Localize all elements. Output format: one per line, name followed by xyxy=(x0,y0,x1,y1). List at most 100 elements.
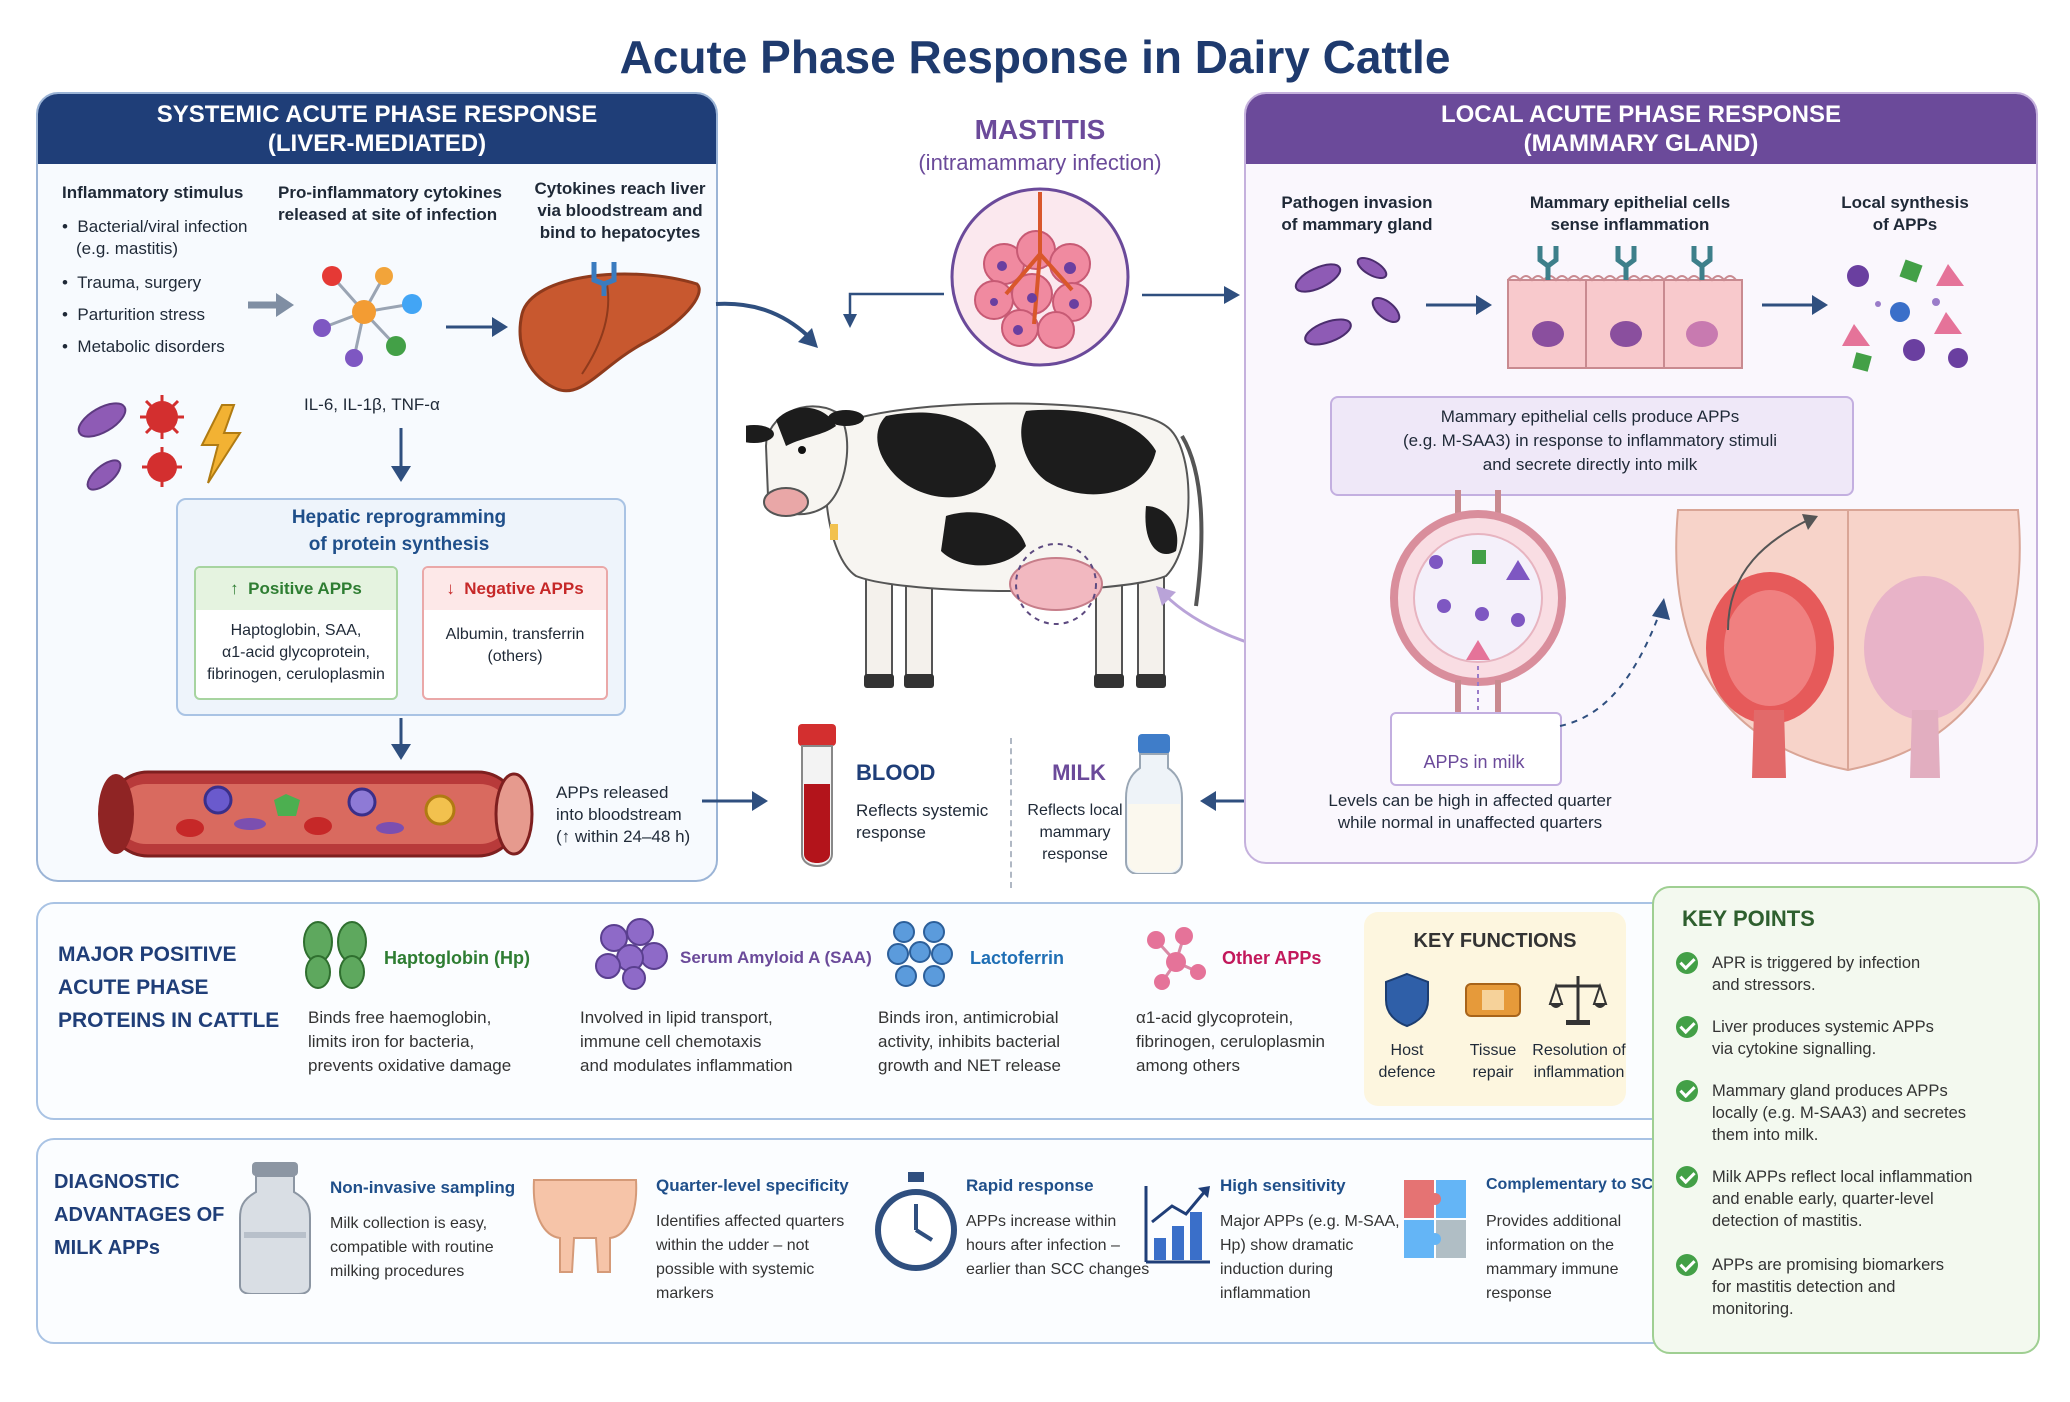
key-point-2: Liver produces systemic APPs via cytokin… xyxy=(1676,1016,1934,1060)
diag-desc-1-2: within the udder – not xyxy=(656,1237,809,1254)
stimulus-item-4: • Metabolic disorders xyxy=(62,337,225,356)
alveoli-infection-icon xyxy=(950,187,1130,367)
protein-desc-2-2: activity, inhibits bacterial xyxy=(878,1032,1061,1051)
diag-name-1: Quarter-level specificity xyxy=(656,1176,849,1195)
diag-desc-3-3: induction during xyxy=(1220,1261,1333,1278)
diag-desc-1-4: markers xyxy=(656,1285,714,1302)
negative-apps-header: ↓ Negative APPs xyxy=(424,568,606,610)
arrow-mastitis-to-local xyxy=(1142,286,1240,304)
blood-line1: Reflects systemic xyxy=(856,801,989,820)
arrow-pathogen-to-cells xyxy=(1426,295,1492,315)
blood-milk-divider xyxy=(1010,738,1012,888)
diag-desc-3-2: Hp) show dramatic xyxy=(1220,1237,1354,1254)
diag-desc-2-3: earlier than SCC changes xyxy=(966,1261,1150,1278)
local-apps-icon xyxy=(1842,259,1968,372)
arrow-down-hepatic xyxy=(391,428,411,482)
saa-icon xyxy=(595,918,668,990)
pathogen-line2: of mammary gland xyxy=(1281,215,1433,234)
hepatic-title: Hepatic reprogramming of protein synthes… xyxy=(291,507,507,555)
function-0-line2: defence xyxy=(1378,1064,1436,1081)
udder-quarters-icon xyxy=(1675,509,2021,778)
protein-desc-3-1: α1-acid glycoprotein, xyxy=(1136,1008,1294,1027)
positive-apps-box: ↑ Positive APPs Haptoglobin, SAA, α1-aci… xyxy=(194,566,398,700)
diag-desc-0-1: Milk collection is easy, xyxy=(330,1215,488,1232)
diag-desc-1-1: Identifies affected quarters xyxy=(656,1213,845,1230)
pathogens-icon xyxy=(77,395,242,491)
cytokine-molecules-icon xyxy=(313,266,422,367)
function-0-line1: Host xyxy=(1390,1042,1424,1059)
other-apps-icon xyxy=(1147,927,1206,990)
arrow-mastitis-to-cow xyxy=(843,292,944,328)
apps-in-milk-box xyxy=(1390,712,1562,786)
check-icon xyxy=(1676,1016,1698,1038)
produce-apps-box xyxy=(1330,396,1854,496)
liver-line3: bind to hepatocytes xyxy=(539,223,701,242)
puzzle-icon xyxy=(1404,1180,1466,1258)
released-line2: into bloodstream xyxy=(556,805,682,824)
protein-desc-2-3: growth and NET release xyxy=(878,1056,1062,1075)
key-point-5: APPs are promising biomarkers for mastit… xyxy=(1676,1254,1944,1320)
blood-tube-icon xyxy=(798,724,836,867)
stopwatch-icon xyxy=(875,1172,957,1271)
key-point-4: Milk APPs reflect local inflammation and… xyxy=(1676,1166,1972,1232)
diag-desc-3-4: inflammation xyxy=(1220,1285,1311,1302)
page-title: Acute Phase Response in Dairy Cattle xyxy=(619,31,1451,83)
arrow-systemic-to-cow xyxy=(715,301,818,348)
protein-desc-2-1: Binds iron, antimicrobial xyxy=(878,1008,1059,1027)
alveolus-icon xyxy=(1390,490,1566,720)
protein-desc-0-3: prevents oxidative damage xyxy=(308,1056,512,1075)
check-icon xyxy=(1676,1254,1698,1276)
positive-apps-line2: α1-acid glycoprotein, xyxy=(222,644,370,661)
stimulus-title: Inflammatory stimulus xyxy=(62,183,244,202)
protein-desc-3-2: fibrinogen, ceruloplasmin xyxy=(1136,1032,1325,1051)
protein-desc-1-3: and modulates inflammation xyxy=(580,1056,793,1075)
positive-apps-line1: Haptoglobin, SAA, xyxy=(230,622,362,639)
diag-desc-1-3: possible with systemic xyxy=(656,1261,815,1278)
diag-desc-2-2: hours after infection – xyxy=(966,1237,1120,1254)
positive-apps-header: ↑ Positive APPs xyxy=(196,568,396,610)
milk-line1: Reflects local xyxy=(1027,802,1123,819)
produce-line3: and secrete directly into milk xyxy=(1482,455,1698,474)
function-2-line1: Resolution of xyxy=(1532,1042,1626,1059)
epithelial-cells-icon xyxy=(1507,246,1743,369)
local-header: LOCAL ACUTE PHASE RESPONSE (MAMMARY GLAN… xyxy=(1246,94,2036,164)
blood-label: BLOOD xyxy=(856,760,936,785)
key-functions-title: KEY FUNCTIONS xyxy=(1413,930,1577,952)
diag-desc-2-1: APPs increase within xyxy=(966,1213,1117,1230)
liver-icon xyxy=(518,262,701,393)
bandage-icon xyxy=(1465,983,1521,1017)
protein-name-1: Serum Amyloid A (SAA) xyxy=(680,948,872,967)
check-icon xyxy=(1676,1080,1698,1102)
function-1-line1: Tissue xyxy=(1469,1042,1517,1059)
blood-vessel-icon xyxy=(98,770,534,858)
check-icon xyxy=(1676,1166,1698,1188)
mastitis-subtitle: (intramammary infection) xyxy=(918,150,1162,175)
mastitis-title: MASTITIS xyxy=(974,114,1106,145)
udder-icon xyxy=(532,1179,638,1273)
milk-can-icon xyxy=(239,1162,311,1294)
protein-desc-0-2: limits iron for bacteria, xyxy=(308,1032,475,1051)
protein-name-0: Haptoglobin (Hp) xyxy=(384,948,530,968)
shield-icon xyxy=(1385,972,1429,1028)
diag-desc-4-3: mammary immune xyxy=(1486,1261,1619,1278)
systemic-header-line1: SYSTEMIC ACUTE PHASE RESPONSE xyxy=(156,101,598,128)
epithelial-line1: Mammary epithelial cells xyxy=(1529,193,1731,212)
systemic-panel: SYSTEMIC ACUTE PHASE RESPONSE (LIVER-MED… xyxy=(36,92,718,882)
key-points-title: KEY POINTS xyxy=(1682,906,1815,931)
milk-label: MILK xyxy=(1052,760,1106,785)
function-2-line2: inflammation xyxy=(1533,1064,1625,1081)
protein-desc-3-3: among others xyxy=(1136,1056,1240,1075)
protein-name-3: Other APPs xyxy=(1222,948,1322,968)
levels-line2: while normal in unaffected quarters xyxy=(1337,813,1603,832)
protein-desc-0-1: Binds free haemoglobin, xyxy=(308,1008,492,1027)
diag-desc-4-1: Provides additional xyxy=(1486,1213,1622,1230)
released-line3: (↑ within 24–48 h) xyxy=(556,827,691,846)
dairy-cow-illustration xyxy=(746,402,1204,688)
diag-name-0: Non-invasive sampling xyxy=(330,1178,516,1197)
cytokines-line2: released at site of infection xyxy=(278,205,498,224)
systemic-header-line2: (LIVER-MEDIATED) xyxy=(267,130,487,157)
produce-line2: (e.g. M-SAA3) in response to inflammator… xyxy=(1402,431,1778,450)
stimulus-item-3: • Parturition stress xyxy=(62,305,205,324)
liver-line1: Cytokines reach liver xyxy=(534,179,706,198)
lactoferrin-icon xyxy=(887,921,953,987)
